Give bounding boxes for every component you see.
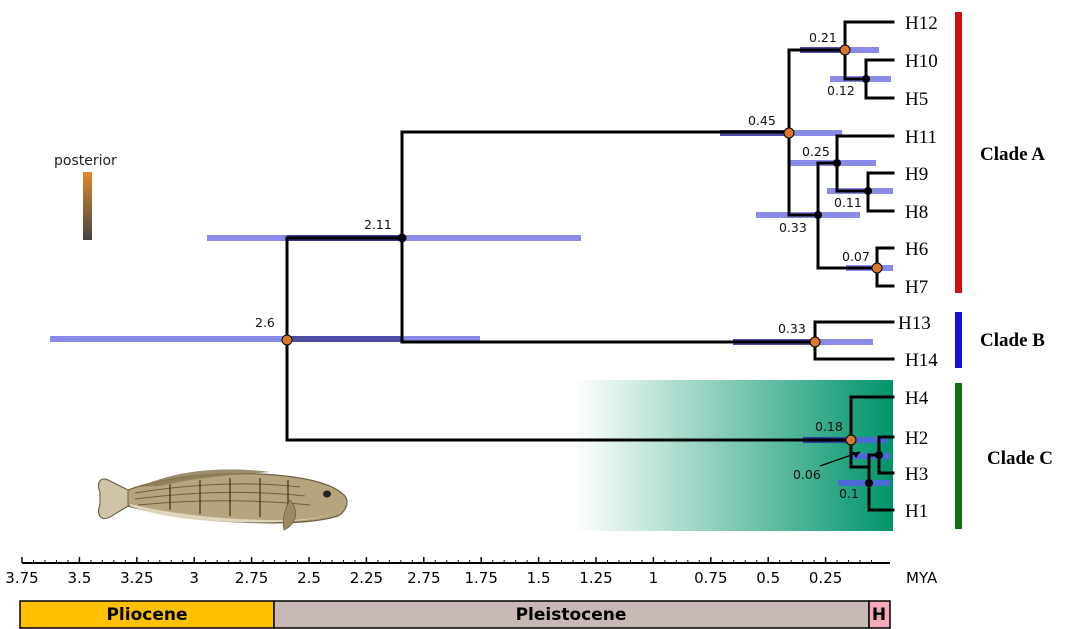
axis-tick-label: 1.5 [527,569,551,587]
clade-a-bar [955,12,962,293]
node-a [783,127,795,139]
hpd-bar-c2 [838,480,890,486]
tip-label: H9 [905,164,928,185]
fish-body [98,473,348,524]
clade-c-label: Clade C [987,448,1053,469]
node-root [281,334,293,346]
tip-label: H1 [905,501,928,522]
node-a2 [833,159,841,167]
axis-unit-label: MYA [906,569,938,587]
tip-label: H4 [905,388,929,409]
node-c1 [875,451,883,459]
axis-tick-labels: 3.75 3.5 3.25 3 2.75 2.5 2.25 2.75 1.75 1.5 1.25 1 0… [5,569,842,587]
posterior-legend: posterior [54,153,117,240]
axis-tick-label: 2.75 [235,569,268,587]
fish-dorsal-fin [140,469,270,487]
axis-tick-label: 0.25 [809,569,842,587]
clade-b-bar [955,312,962,368]
axis-tick-label: 2.75 [407,569,440,587]
axis-tick-label: 0.5 [756,569,780,587]
fish-pectoral-fin [282,499,297,531]
time-axis: 3.75 3.5 3.25 3 2.75 2.5 2.25 2.75 1.75 1.5 1.25 1 0… [5,557,938,587]
node-c [845,434,857,446]
posterior-gradient-bar [83,172,92,240]
branch-h1 [867,481,895,512]
epoch-pliocene-label: Pliocene [106,605,187,625]
node-age-c1: 0.06 [793,467,821,482]
axis-tick-label: 3.25 [120,569,153,587]
fish-tail [98,478,129,519]
node-c2 [865,479,873,487]
node-b [809,336,821,348]
node-a3 [814,211,822,219]
node-age-labels: 2.6 2.11 0.45 0.21 0.12 0.25 0.11 0.33 0… [255,30,870,501]
fish-belly [130,504,342,523]
axis-tick-label: 2.25 [350,569,383,587]
fish-illustration [98,469,348,531]
fish-bars [169,478,289,517]
axis-tick-label: 2.5 [297,569,321,587]
tip-label: H7 [905,277,928,298]
node-a2b [864,187,872,195]
tip-labels: H12 H10 H5 H11 H9 H8 H6 H7 H13 H14 H4 H2… [898,13,938,522]
node-age-b: 0.33 [778,321,806,336]
tip-label: H5 [905,89,928,110]
epoch-pleistocene-label: Pleistocene [516,605,627,625]
node-age-a1b: 0.12 [827,83,855,98]
tip-label: H11 [905,127,937,148]
node-a4 [871,262,883,274]
clade-annotations: Clade A Clade B Clade C [955,12,1053,529]
clade-c-shading [575,380,893,531]
annotation-arrow [819,451,861,467]
legend-label: posterior [54,153,117,169]
clade-b-label: Clade B [980,330,1045,351]
annotation-arrowhead [852,452,860,458]
axis-tick-label: 1 [649,569,659,587]
node-ab [397,233,407,243]
axis-ticks [21,557,873,563]
fish-eye [323,490,331,498]
node-age-c2: 0.1 [839,486,859,501]
axis-tick-label: 3.75 [5,569,38,587]
axis-tick-label: 3 [189,569,199,587]
epoch-holocene-box [868,600,891,629]
clade-c-bar [955,383,962,529]
axis-tick-label: 0.75 [694,569,727,587]
tip-label: H14 [905,350,938,371]
axis-tick-label: 1.75 [464,569,497,587]
hpd-overlap-root [287,336,402,342]
node-a1 [839,44,851,56]
tip-label: H8 [905,202,928,223]
node-age-a2b: 0.11 [834,195,862,210]
epoch-holocene-label: H [872,605,886,625]
node-age-a: 0.45 [748,113,776,128]
clade-a-label: Clade A [980,144,1045,165]
axis-tick-label: 1.25 [579,569,612,587]
tree-branches [285,20,895,512]
tree-nodes [281,44,883,487]
node-age-a3: 0.33 [779,220,807,235]
node-age-c: 0.18 [815,419,843,434]
epoch-pliocene-box [19,600,275,629]
tip-label: H6 [905,239,928,260]
tip-label: H13 [898,313,931,334]
node-a1b [862,75,870,83]
tip-label: H12 [905,13,938,34]
node-age-a4: 0.07 [842,249,870,264]
axis-tick-label: 3.5 [67,569,91,587]
tip-label: H2 [905,428,928,449]
epoch-bar: Pliocene Pleistocene H [19,600,891,629]
node-age-a2: 0.25 [802,144,830,159]
node-age-a1: 0.21 [809,30,837,45]
tip-label: H3 [905,464,928,485]
epoch-pleistocene-box [273,600,870,629]
hpd-bar-root [50,336,480,342]
node-age-root: 2.6 [255,315,275,330]
node-age-ab: 2.11 [364,217,392,232]
tip-label: H10 [905,51,938,72]
